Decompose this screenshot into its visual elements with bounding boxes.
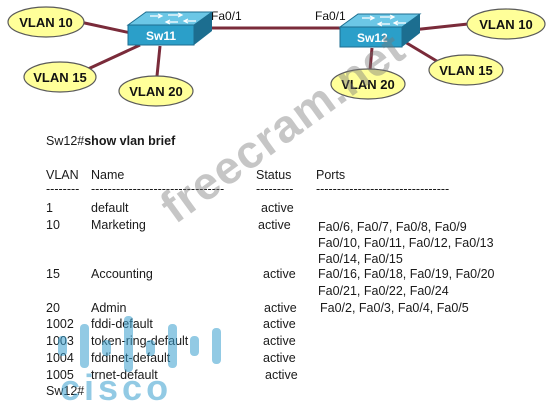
switch-sw11-icon: Sw11 (126, 11, 214, 46)
vlan-label: VLAN 15 (33, 70, 86, 85)
link-sw12-vlan20 (368, 47, 374, 71)
row-status: active (258, 218, 291, 232)
row-ports: Fa0/2, Fa0/3, Fa0/4, Fa0/5 (320, 301, 469, 315)
links (79, 20, 469, 77)
row-vlan-id: 1 (46, 201, 53, 215)
vlan-label: VLAN 20 (129, 84, 182, 99)
end-prompt: Sw12# (46, 384, 85, 398)
command-line: Sw12#show vlan brief (46, 134, 175, 148)
row-ports: Fa0/6, Fa0/7, Fa0/8, Fa0/9 (318, 220, 467, 234)
row-vlan-name: Admin (91, 301, 127, 315)
link-sw12-vlan10 (411, 22, 469, 32)
row-ports: Fa0/10, Fa0/11, Fa0/12, Fa0/13 (318, 236, 494, 250)
link-sw11-vlan20 (155, 45, 162, 77)
vlan-10-sw12: VLAN 10 (466, 8, 546, 40)
vlan-10-sw11: VLAN 10 (7, 6, 85, 38)
separator-status: --------- (256, 182, 294, 196)
row-vlan-name: default (91, 201, 129, 215)
row-status: active (265, 368, 298, 382)
vlan-label: VLAN 10 (19, 15, 72, 30)
row-status: active (264, 301, 297, 315)
port-label-sw11-trunk: Fa0/1 (211, 9, 242, 23)
row-ports: Fa0/21, Fa0/22, Fa0/24 (318, 284, 449, 298)
command-text: show vlan brief (84, 134, 176, 148)
link-sw11-vlan15 (87, 43, 141, 71)
switch-label-sw11: Sw11 (146, 29, 176, 43)
vlan-15-sw12: VLAN 15 (428, 54, 504, 86)
row-vlan-id: 10 (46, 218, 60, 232)
header-status: Status (256, 168, 292, 182)
separator-vlan: -------- (46, 182, 80, 196)
command-prompt: Sw12# (46, 134, 85, 148)
row-vlan-name: trnet-default (91, 368, 158, 382)
row-vlan-id: 15 (46, 267, 60, 281)
vlan-15-sw11: VLAN 15 (23, 61, 97, 93)
vlan-label: VLAN 15 (439, 63, 492, 78)
row-vlan-name: fddi-default (91, 317, 153, 331)
header-name: Name (91, 168, 125, 182)
row-vlan-name: fddinet-default (91, 351, 171, 365)
vlan-label: VLAN 10 (479, 17, 532, 32)
row-vlan-id: 1003 (46, 334, 74, 348)
row-vlan-id: 1004 (46, 351, 74, 365)
vlan-20-sw12: VLAN 20 (330, 68, 406, 100)
row-status: active (263, 317, 296, 331)
row-status: active (261, 201, 294, 215)
row-status: active (263, 267, 296, 281)
link-sw11-vlan10 (79, 20, 132, 35)
vlan-20-sw11: VLAN 20 (118, 75, 194, 107)
row-ports: Fa0/16, Fa0/18, Fa0/19, Fa0/20 (318, 267, 495, 281)
row-vlan-id: 1005 (46, 368, 74, 382)
row-status: active (263, 334, 296, 348)
row-vlan-id: 20 (46, 301, 60, 315)
switch-sw12-icon: Sw12 (338, 13, 422, 48)
row-status: active (263, 351, 296, 365)
switch-label-sw12: Sw12 (357, 31, 388, 45)
port-label-sw12-trunk: Fa0/1 (315, 9, 346, 23)
row-vlan-name: token-ring-default (91, 334, 189, 348)
header-vlan: VLAN (46, 168, 79, 182)
row-ports: Fa0/14, Fa0/15 (318, 252, 403, 266)
link-sw12-vlan15 (404, 40, 441, 65)
header-ports: Ports (316, 168, 346, 182)
separator-ports: -------------------------------- (316, 182, 450, 196)
row-vlan-name: Marketing (91, 218, 146, 232)
separator-name: -------------------------------- (91, 182, 225, 196)
network-topology-diagram: Fa0/1 Fa0/1 Sw11 Sw12 VLAN 10 VLAN 15 VL… (7, 6, 546, 107)
vlan-label: VLAN 20 (341, 77, 394, 92)
row-vlan-name: Accounting (91, 267, 153, 281)
row-vlan-id: 1002 (46, 317, 74, 331)
